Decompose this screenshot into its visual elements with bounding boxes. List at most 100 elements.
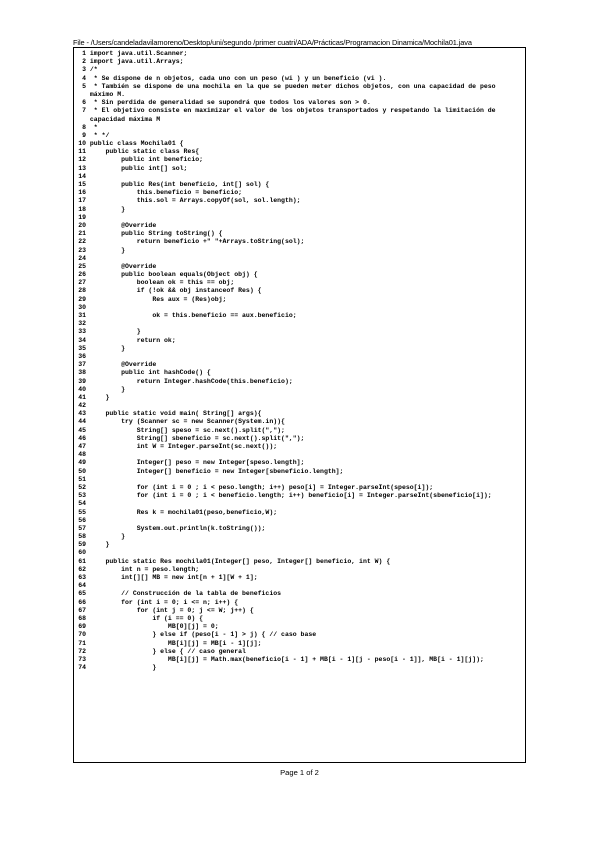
code-line: 45 String[] speso = sc.next().split(",")… — [76, 427, 523, 435]
code-line: 46 String[] sbeneficio = sc.next().split… — [76, 435, 523, 443]
line-number: 43 — [78, 410, 86, 418]
code-line: 39 return Integer.hashCode(this.benefici… — [76, 378, 523, 386]
code-text: } — [89, 328, 141, 336]
code-text: Res k = mochila01(peso,beneficio,W); — [89, 508, 278, 516]
code-text: for (int j = 0; j <= W; j++) { — [89, 606, 254, 614]
code-line: 38 public int hashCode() { — [76, 369, 523, 377]
code-line: 50 Integer[] beneficio = new Integer[sbe… — [76, 468, 523, 476]
line-number: 6 — [82, 99, 86, 107]
line-number: 28 — [78, 287, 86, 295]
file-path-header: File - /Users/candeladavilamoreno/Deskto… — [73, 38, 472, 47]
code-line: 32 — [76, 320, 523, 328]
line-number: 33 — [78, 328, 86, 336]
code-text: public int beneficio; — [89, 156, 204, 164]
code-line: 58 } — [76, 533, 523, 541]
code-line: 4 * Se dispone de n objetos, cada uno co… — [76, 75, 523, 83]
code-text: Integer[] beneficio = new Integer[sbenef… — [89, 467, 344, 475]
line-number: 9 — [82, 131, 86, 139]
code-line: 51 — [76, 476, 523, 484]
code-line: 70 } else if (peso[i - 1] > j) { // caso… — [76, 631, 523, 639]
code-text: capacidad máxima M — [89, 115, 161, 123]
code-text: @Override — [89, 221, 157, 229]
code-line: 61 public static Res mochila01(Integer[]… — [76, 558, 523, 566]
line-number: 52 — [78, 483, 86, 491]
line-number: 5 — [82, 82, 86, 90]
code-line: 17 this.sol = Arrays.copyOf(sol, sol.len… — [76, 197, 523, 205]
code-line: 44 try (Scanner sc = new Scanner(System.… — [76, 418, 523, 426]
code-line: 37 @Override — [76, 361, 523, 369]
line-number: 20 — [78, 221, 86, 229]
code-line: 27 boolean ok = this == obj; — [76, 279, 523, 287]
line-number: 42 — [78, 402, 86, 410]
code-line: 65 // Construcción de la tabla de benefi… — [76, 590, 523, 598]
code-line: 23 } — [76, 247, 523, 255]
line-number: 55 — [78, 508, 86, 516]
code-line: 16 this.beneficio = beneficio; — [76, 189, 523, 197]
code-text: * — [89, 123, 98, 131]
line-number: 10 — [78, 140, 86, 148]
code-line: 69 MB[0][j] = 0; — [76, 623, 523, 631]
code-text: } — [89, 533, 126, 541]
code-line: 67 for (int j = 0; j <= W; j++) { — [76, 607, 523, 615]
code-line: 63 int[][] MB = new int[n + 1][W + 1]; — [76, 574, 523, 582]
code-line: 72 } else { // caso general — [76, 648, 523, 656]
code-line: 35 } — [76, 345, 523, 353]
code-text: import java.util.Arrays; — [89, 58, 184, 66]
line-number: 19 — [78, 213, 86, 221]
code-line: 48 — [76, 451, 523, 459]
code-text: ok = this.beneficio == aux.beneficio; — [89, 312, 297, 319]
line-number: 68 — [78, 614, 86, 622]
line-number: 21 — [78, 230, 86, 238]
code-text: @Override — [89, 262, 157, 270]
line-number: 14 — [78, 172, 86, 180]
code-line: 24 — [76, 255, 523, 263]
code-text: String[] speso = sc.next().split(","); — [89, 426, 285, 434]
code-text: String[] sbeneficio = sc.next().split(",… — [89, 434, 305, 442]
line-number: 49 — [78, 459, 86, 467]
code-line: 26 public boolean equals(Object obj) { — [76, 271, 523, 279]
line-number: 37 — [78, 361, 86, 369]
code-line: máximo M. — [76, 91, 523, 99]
line-number: 36 — [78, 352, 86, 360]
line-number: 12 — [78, 156, 86, 164]
code-line: 64 — [76, 582, 523, 590]
code-line: 56 — [76, 517, 523, 525]
code-line: 22 return beneficio +" "+Arrays.toString… — [76, 238, 523, 246]
code-line: 43 public static void main( String[] arg… — [76, 410, 523, 418]
line-number: 73 — [78, 655, 86, 663]
line-number: 61 — [78, 557, 86, 565]
line-number: 70 — [78, 631, 86, 639]
code-line: 9 * */ — [76, 132, 523, 140]
code-line: 21 public String toString() { — [76, 230, 523, 238]
code-text: try (Scanner sc = new Scanner(System.in)… — [89, 418, 285, 426]
code-text: * Sin perdida de generalidad se supondrá… — [89, 99, 371, 107]
code-text: // Construcción de la tabla de beneficio… — [89, 590, 282, 598]
code-line: 40 } — [76, 386, 523, 394]
code-text: } — [89, 246, 126, 254]
line-number: 72 — [78, 647, 86, 655]
code-text: } — [89, 385, 126, 393]
code-line: 60 — [76, 549, 523, 557]
code-text: public int hashCode() { — [89, 369, 211, 377]
line-number: 71 — [78, 639, 86, 647]
code-line: 66 for (int i = 0; i <= n; i++) { — [76, 599, 523, 607]
line-number: 16 — [78, 189, 86, 197]
line-number: 4 — [82, 74, 86, 82]
code-line: 41 } — [76, 394, 523, 402]
line-number: 22 — [78, 238, 86, 246]
line-number: 34 — [78, 336, 86, 344]
page-number: Page 1 of 2 — [280, 768, 319, 777]
line-number: 11 — [78, 148, 86, 156]
code-line: 28 if (!ok && obj instanceof Res) { — [76, 287, 523, 295]
code-text: for (int i = 0 ; i < peso.length; i++) p… — [89, 483, 434, 491]
code-line: 52 for (int i = 0 ; i < peso.length; i++… — [76, 484, 523, 492]
code-line: 12 public int beneficio; — [76, 156, 523, 164]
code-text: int n = peso.length; — [89, 565, 200, 573]
line-number: 62 — [78, 565, 86, 573]
code-line: 14 — [76, 173, 523, 181]
code-line: 54 — [76, 500, 523, 508]
line-number: 48 — [78, 451, 86, 459]
line-number: 1 — [82, 50, 86, 57]
line-number: 45 — [78, 426, 86, 434]
code-text: } — [89, 664, 157, 672]
